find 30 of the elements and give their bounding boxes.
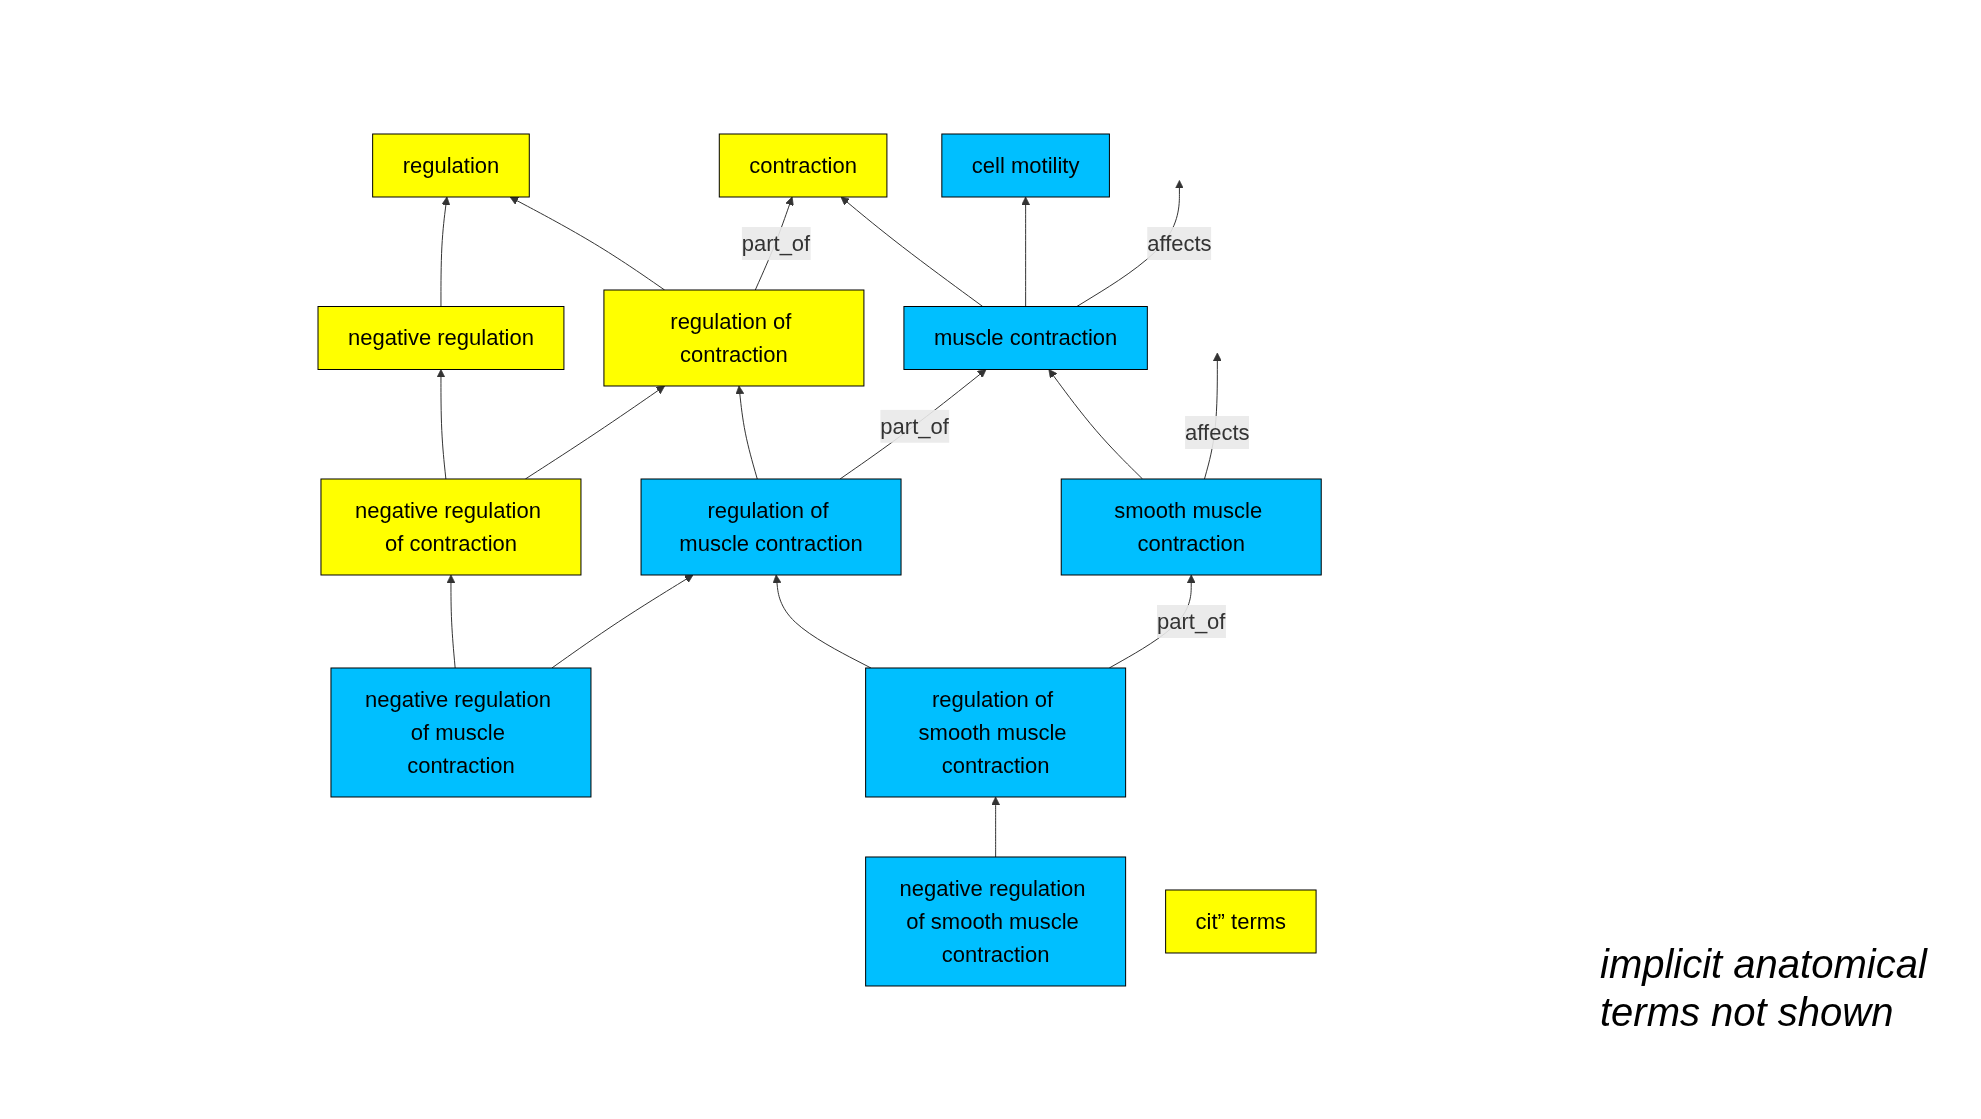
edge-label: affects	[1185, 419, 1250, 445]
node-box: negative regulation	[317, 305, 565, 370]
arrow	[440, 196, 451, 307]
node-box: negative regulation of muscle contraction	[330, 667, 592, 797]
edge-label: affects	[1147, 230, 1212, 256]
arrow	[840, 196, 984, 307]
arrow	[1048, 368, 1144, 479]
node-box: regulation of contraction	[603, 289, 865, 386]
arrow	[525, 385, 666, 479]
arrow	[839, 368, 987, 479]
node-box: regulation of muscle contraction	[640, 478, 902, 575]
arrow	[991, 796, 1001, 857]
edge-label: part_of	[742, 230, 811, 256]
node-box: muscle contraction	[903, 305, 1149, 370]
note-text: implicit anatomical terms not shown	[1600, 941, 1929, 1036]
arrow	[1021, 196, 1031, 307]
node-box: regulation of smooth muscle contraction	[865, 667, 1127, 797]
arrow	[446, 574, 457, 668]
node-box: smooth muscle contraction	[1061, 478, 1323, 575]
edge-label: part_of	[1157, 608, 1226, 634]
node-box: cell motility	[941, 133, 1111, 197]
node-box: negative regulation of contraction	[320, 478, 582, 575]
node-box: negative regulation of smooth muscle contraction	[865, 856, 1127, 986]
arrow	[735, 385, 759, 479]
node-box: contraction	[719, 133, 888, 197]
arrow	[551, 574, 694, 668]
node-box: regulation	[372, 133, 531, 197]
node-box: cit” terms	[1165, 889, 1317, 953]
edge-label: part_of	[880, 413, 950, 439]
arrow	[436, 368, 447, 479]
